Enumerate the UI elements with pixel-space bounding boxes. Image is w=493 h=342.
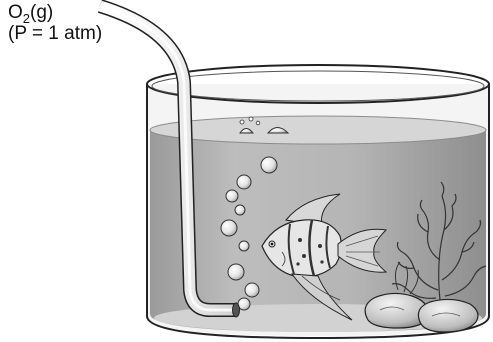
gas-pressure: (P = 1 atm) [8, 23, 102, 44]
bubble [245, 283, 259, 297]
formula-main: O [8, 2, 23, 23]
splash-droplet [256, 121, 260, 125]
gas-label: O2(g) (P = 1 atm) [8, 2, 102, 44]
rock-icon [418, 299, 478, 332]
bubble [226, 190, 238, 202]
tube-opening [233, 303, 240, 317]
splash-droplet [240, 120, 244, 124]
bubble [235, 205, 245, 215]
gas-formula: O2(g) [8, 2, 102, 23]
bubble [221, 220, 237, 236]
bubble [239, 241, 249, 251]
splash-droplet [249, 117, 253, 121]
water-surface [150, 116, 486, 144]
bubble [261, 157, 277, 173]
bubble [237, 175, 251, 189]
formula-state: (g) [30, 2, 53, 23]
bubble [228, 264, 244, 280]
